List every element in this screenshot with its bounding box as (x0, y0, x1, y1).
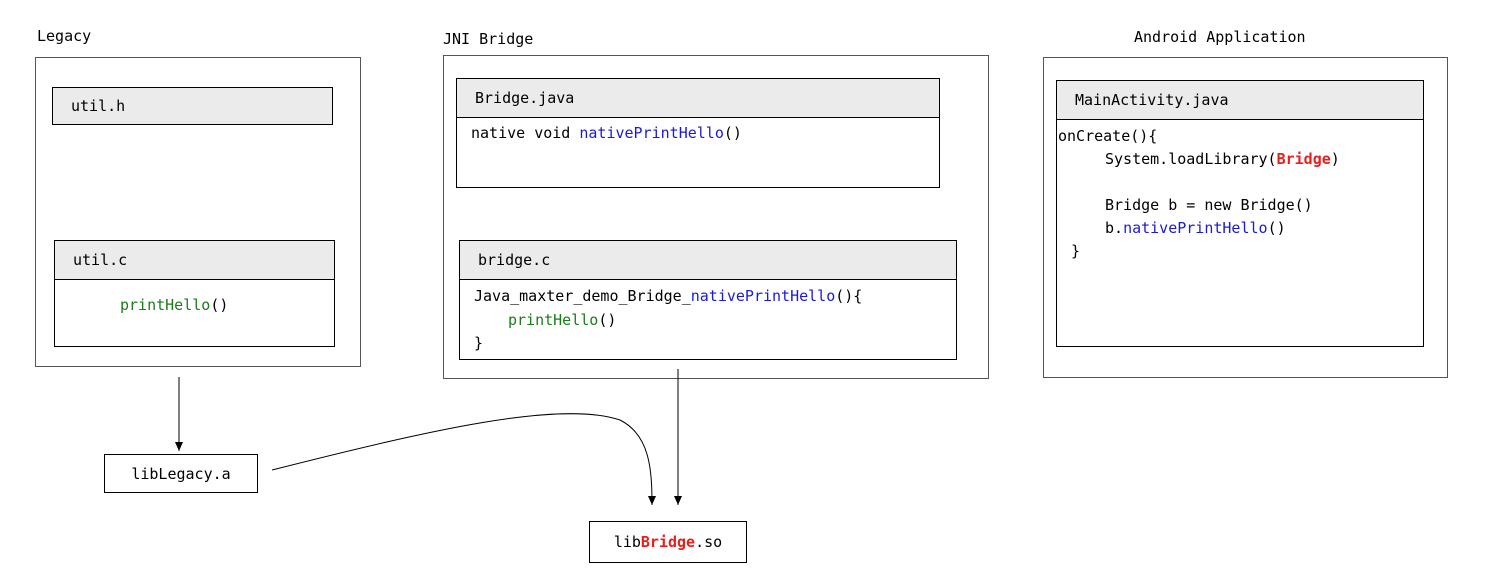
util-h-header: util.h (53, 88, 332, 124)
load-library-call: System.loadLibrary( (1105, 150, 1277, 168)
main-activity-code-line-5: } (1071, 242, 1081, 260)
lib-legacy-a: libLegacy.a (104, 454, 258, 493)
lib-legacy-a-label: libLegacy.a (131, 464, 231, 483)
bridge-instance-ref: b. (1105, 219, 1124, 237)
util-c-code-line: printHello() (120, 296, 228, 314)
native-print-hello-declaration-parens: () (723, 124, 742, 142)
main-activity-header: MainActivity.java (1057, 81, 1423, 120)
load-library-name: Bridge (1276, 150, 1331, 168)
util-c-header: util.c (55, 241, 334, 280)
native-print-hello-declaration: nativePrintHello (579, 124, 724, 142)
bridge-c-code-line-2: printHello() (508, 311, 616, 329)
jni-function-prefix: Java_maxter_demo_Bridge_ (474, 287, 691, 305)
jni-bridge-title: JNI Bridge (443, 30, 534, 48)
bridge-c-code-line-1: Java_maxter_demo_Bridge_nativePrintHello… (474, 287, 862, 305)
bridge-c-header: bridge.c (460, 241, 956, 280)
util-h-file: util.h (52, 87, 333, 125)
liblegacy-to-libbridge-arrow (271, 413, 656, 506)
lib-bridge-so-suffix: .so (695, 533, 723, 551)
util-c-filename: util.c (73, 251, 128, 269)
native-print-hello-call-parens: () (1267, 219, 1286, 237)
bridge-c-filename: bridge.c (478, 251, 551, 269)
print-hello-definition-parens: () (210, 296, 229, 314)
print-hello-call: printHello (508, 311, 599, 329)
bridge-c-code-line-3: } (474, 334, 484, 352)
util-h-filename: util.h (71, 97, 126, 115)
native-print-hello-call: nativePrintHello (1123, 219, 1268, 237)
load-library-close: ) (1330, 150, 1340, 168)
util-c-file: util.c printHello() (54, 240, 335, 347)
print-hello-definition: printHello (120, 296, 211, 314)
bridge-java-code-line: native void nativePrintHello() (471, 124, 742, 142)
bridge-java-filename: Bridge.java (475, 89, 575, 107)
main-activity-filename: MainActivity.java (1075, 91, 1229, 109)
jni-native-print-hello: nativePrintHello (690, 287, 836, 305)
bridge-java-header: Bridge.java (457, 79, 939, 118)
bridge-java-file: Bridge.java native void nativePrintHello… (456, 78, 940, 188)
android-application-title: Android Application (1134, 28, 1306, 46)
main-activity-file: MainActivity.java onCreate(){ System.loa… (1056, 80, 1424, 347)
main-activity-code-line-3: Bridge b = new Bridge() (1105, 196, 1313, 214)
main-activity-code-line-4: b.nativePrintHello() (1105, 219, 1286, 237)
bridge-c-file: bridge.c Java_maxter_demo_Bridge_nativeP… (459, 240, 957, 360)
lib-bridge-so-prefix: lib (613, 533, 641, 551)
lib-bridge-so-name: Bridge (640, 533, 696, 551)
jni-function-open: (){ (835, 287, 863, 305)
native-void-keyword: native void (471, 124, 580, 142)
print-hello-call-parens: () (598, 311, 617, 329)
main-activity-code-line-2: System.loadLibrary(Bridge) (1105, 150, 1340, 168)
legacy-title: Legacy (37, 27, 92, 45)
main-activity-code-line-1: onCreate(){ (1058, 127, 1158, 145)
